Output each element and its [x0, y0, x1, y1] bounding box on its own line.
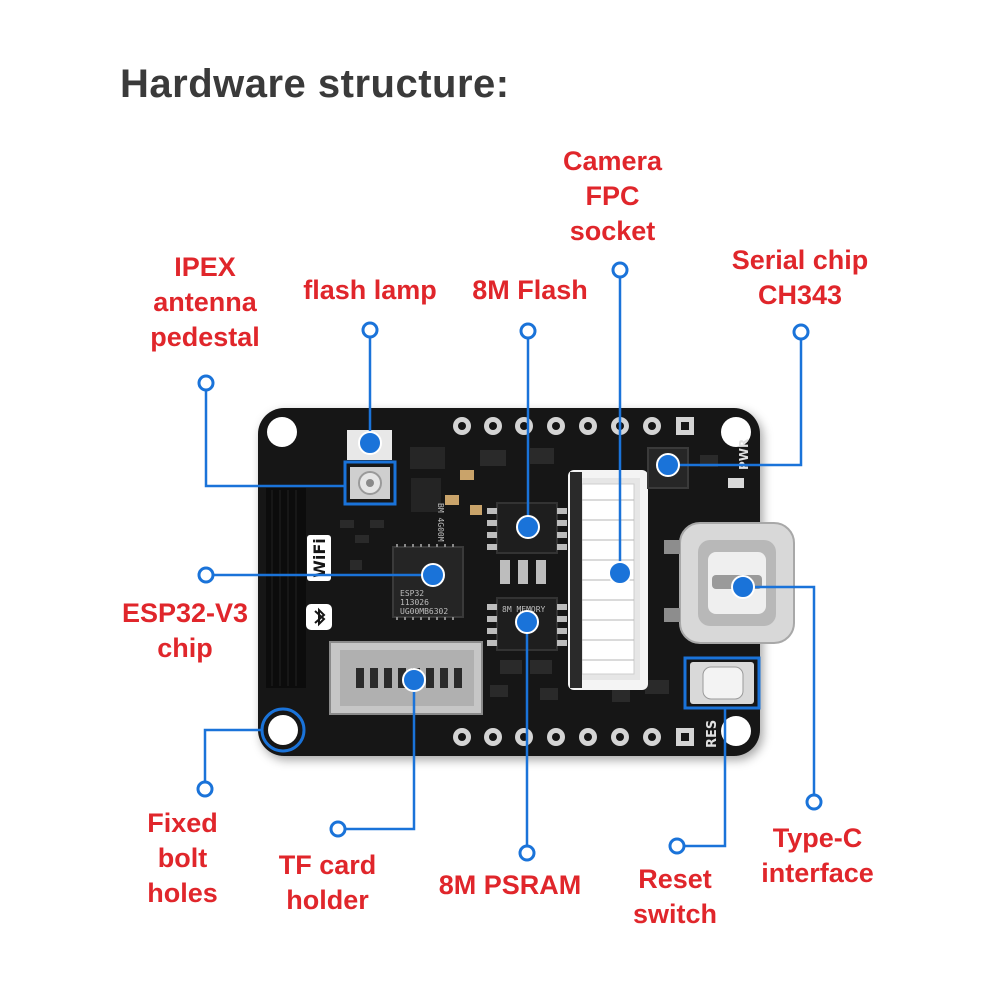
wifi-logo: WiFi	[307, 535, 331, 581]
label-8m-psram: 8M PSRAM	[438, 870, 582, 900]
callout-dots	[358, 431, 755, 692]
label-8m-flash: 8M Flash	[472, 275, 588, 305]
reset-button	[702, 666, 744, 700]
label-tf-card: TF card holder	[278, 850, 377, 915]
label-fixed-bolt: Fixed bolt holes	[147, 808, 218, 908]
wifi-text: WiFi	[310, 538, 329, 578]
page-title: Hardware structure:	[120, 62, 510, 106]
label-camera-fpc: Camera FPC socket	[562, 146, 663, 246]
reset-switch-box	[683, 656, 761, 710]
label-esp32-chip: ESP32-V3 chip	[121, 598, 249, 663]
label-type-c: Type-C interface	[761, 823, 874, 888]
bottom-header-pins	[453, 728, 694, 746]
label-serial-chip: Serial chip CH343	[731, 245, 869, 310]
res-text: RES	[705, 720, 720, 748]
mounting-holes	[260, 417, 751, 753]
label-flash-lamp: flash lamp	[303, 275, 437, 305]
small-chip-text: BM 4G00M	[436, 503, 445, 542]
chip-line-2: 113026	[400, 598, 429, 607]
psram-chip-text: 8M MEMORY	[502, 605, 546, 614]
small-chip	[411, 478, 441, 512]
label-reset-switch: Reset switch	[632, 864, 718, 929]
callout-rings	[196, 261, 823, 862]
pwr-text: PWR	[737, 439, 751, 470]
chip-line-3: UG00MB6302	[400, 607, 448, 616]
chip-line-1: ESP32	[400, 589, 424, 598]
antenna-area	[266, 488, 306, 688]
callout-lines	[203, 270, 816, 853]
label-ipex-antenna: IPEX antenna pedestal	[150, 252, 260, 352]
ipex-connector	[343, 460, 397, 506]
